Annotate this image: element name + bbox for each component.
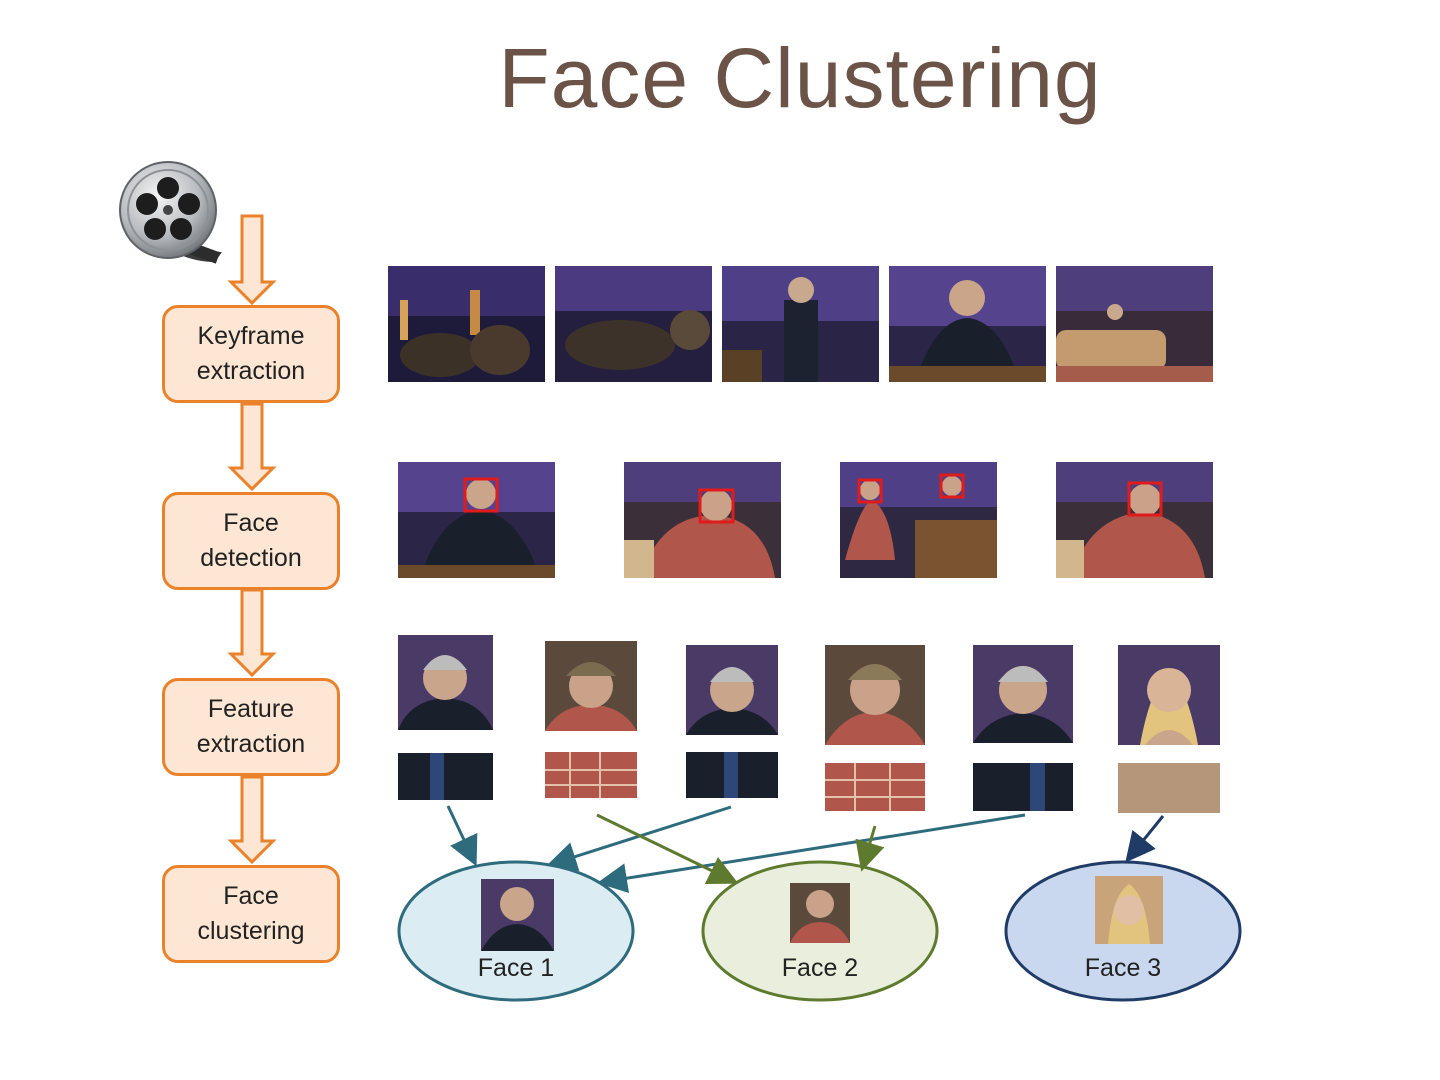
clothing-crop bbox=[825, 763, 925, 811]
cluster-face-1 bbox=[397, 860, 635, 1002]
stage-feature-extraction: Feature extraction bbox=[162, 678, 340, 776]
arrow-reel-to-keyframe bbox=[227, 214, 277, 306]
face-detection-box bbox=[1127, 481, 1163, 517]
stage-face-clustering: Face clustering bbox=[162, 865, 340, 963]
keyframe-thumb bbox=[889, 266, 1046, 382]
cluster-label-face-1: Face 1 bbox=[477, 954, 555, 982]
face-detection-box bbox=[698, 488, 735, 524]
stage-label-line2: clustering bbox=[197, 917, 305, 945]
face-detection-box bbox=[939, 473, 965, 499]
face-crop bbox=[398, 635, 493, 730]
detection-thumb bbox=[398, 462, 555, 578]
face-detection-box bbox=[463, 477, 499, 513]
stage-label-line2: extraction bbox=[196, 730, 306, 758]
face-crop bbox=[825, 645, 925, 745]
arrow-to-face-1 bbox=[597, 813, 1026, 894]
clothing-crop bbox=[973, 763, 1073, 811]
cluster-label-face-3: Face 3 bbox=[1084, 954, 1162, 982]
arrow-to-face-1 bbox=[446, 805, 478, 867]
arrow-detection-to-feature bbox=[227, 588, 277, 678]
cluster-label-face-2: Face 2 bbox=[781, 954, 859, 982]
keyframe-thumb bbox=[388, 266, 545, 382]
feature-row bbox=[398, 635, 1220, 813]
flow-arrows bbox=[227, 214, 277, 865]
detection-row bbox=[398, 462, 1213, 578]
arrow-to-face-2 bbox=[855, 825, 885, 872]
arrow-keyframe-to-detection bbox=[227, 402, 277, 492]
stage-label-line1: Keyframe bbox=[197, 322, 305, 350]
face-crop bbox=[1118, 645, 1220, 745]
stage-label-line1: Face bbox=[223, 509, 279, 537]
film-reel-icon bbox=[119, 161, 222, 264]
face-crop bbox=[686, 645, 778, 735]
clothing-crop bbox=[1118, 763, 1220, 813]
cluster-face-3 bbox=[1004, 860, 1242, 1002]
detection-thumb bbox=[840, 462, 997, 578]
face-crop bbox=[545, 641, 637, 731]
stage-label-line1: Feature bbox=[207, 695, 295, 723]
assignment-arrows bbox=[446, 805, 1165, 894]
face-crop bbox=[973, 645, 1073, 743]
stage-label-line2: extraction bbox=[196, 357, 306, 385]
keyframe-row bbox=[388, 266, 1213, 382]
clothing-crop bbox=[545, 752, 637, 798]
keyframe-thumb bbox=[722, 266, 879, 382]
stage-keyframe-extraction: Keyframe extraction bbox=[162, 305, 340, 403]
page-title: Face Clustering bbox=[498, 31, 1102, 125]
detection-thumb bbox=[624, 462, 781, 578]
arrow-to-face-3 bbox=[1125, 815, 1165, 863]
detection-thumb bbox=[1056, 462, 1213, 578]
stage-label-line1: Face bbox=[223, 882, 279, 910]
arrow-feature-to-clustering bbox=[227, 775, 277, 865]
arrow-to-face-2 bbox=[596, 813, 739, 885]
keyframe-thumb bbox=[1056, 266, 1213, 382]
keyframe-thumb bbox=[555, 266, 712, 382]
stage-face-detection: Face detection bbox=[162, 492, 340, 590]
cluster-face-2 bbox=[701, 860, 939, 1002]
face-detection-box bbox=[857, 478, 883, 504]
clothing-crop bbox=[398, 753, 493, 800]
stage-label-line2: detection bbox=[200, 544, 302, 572]
